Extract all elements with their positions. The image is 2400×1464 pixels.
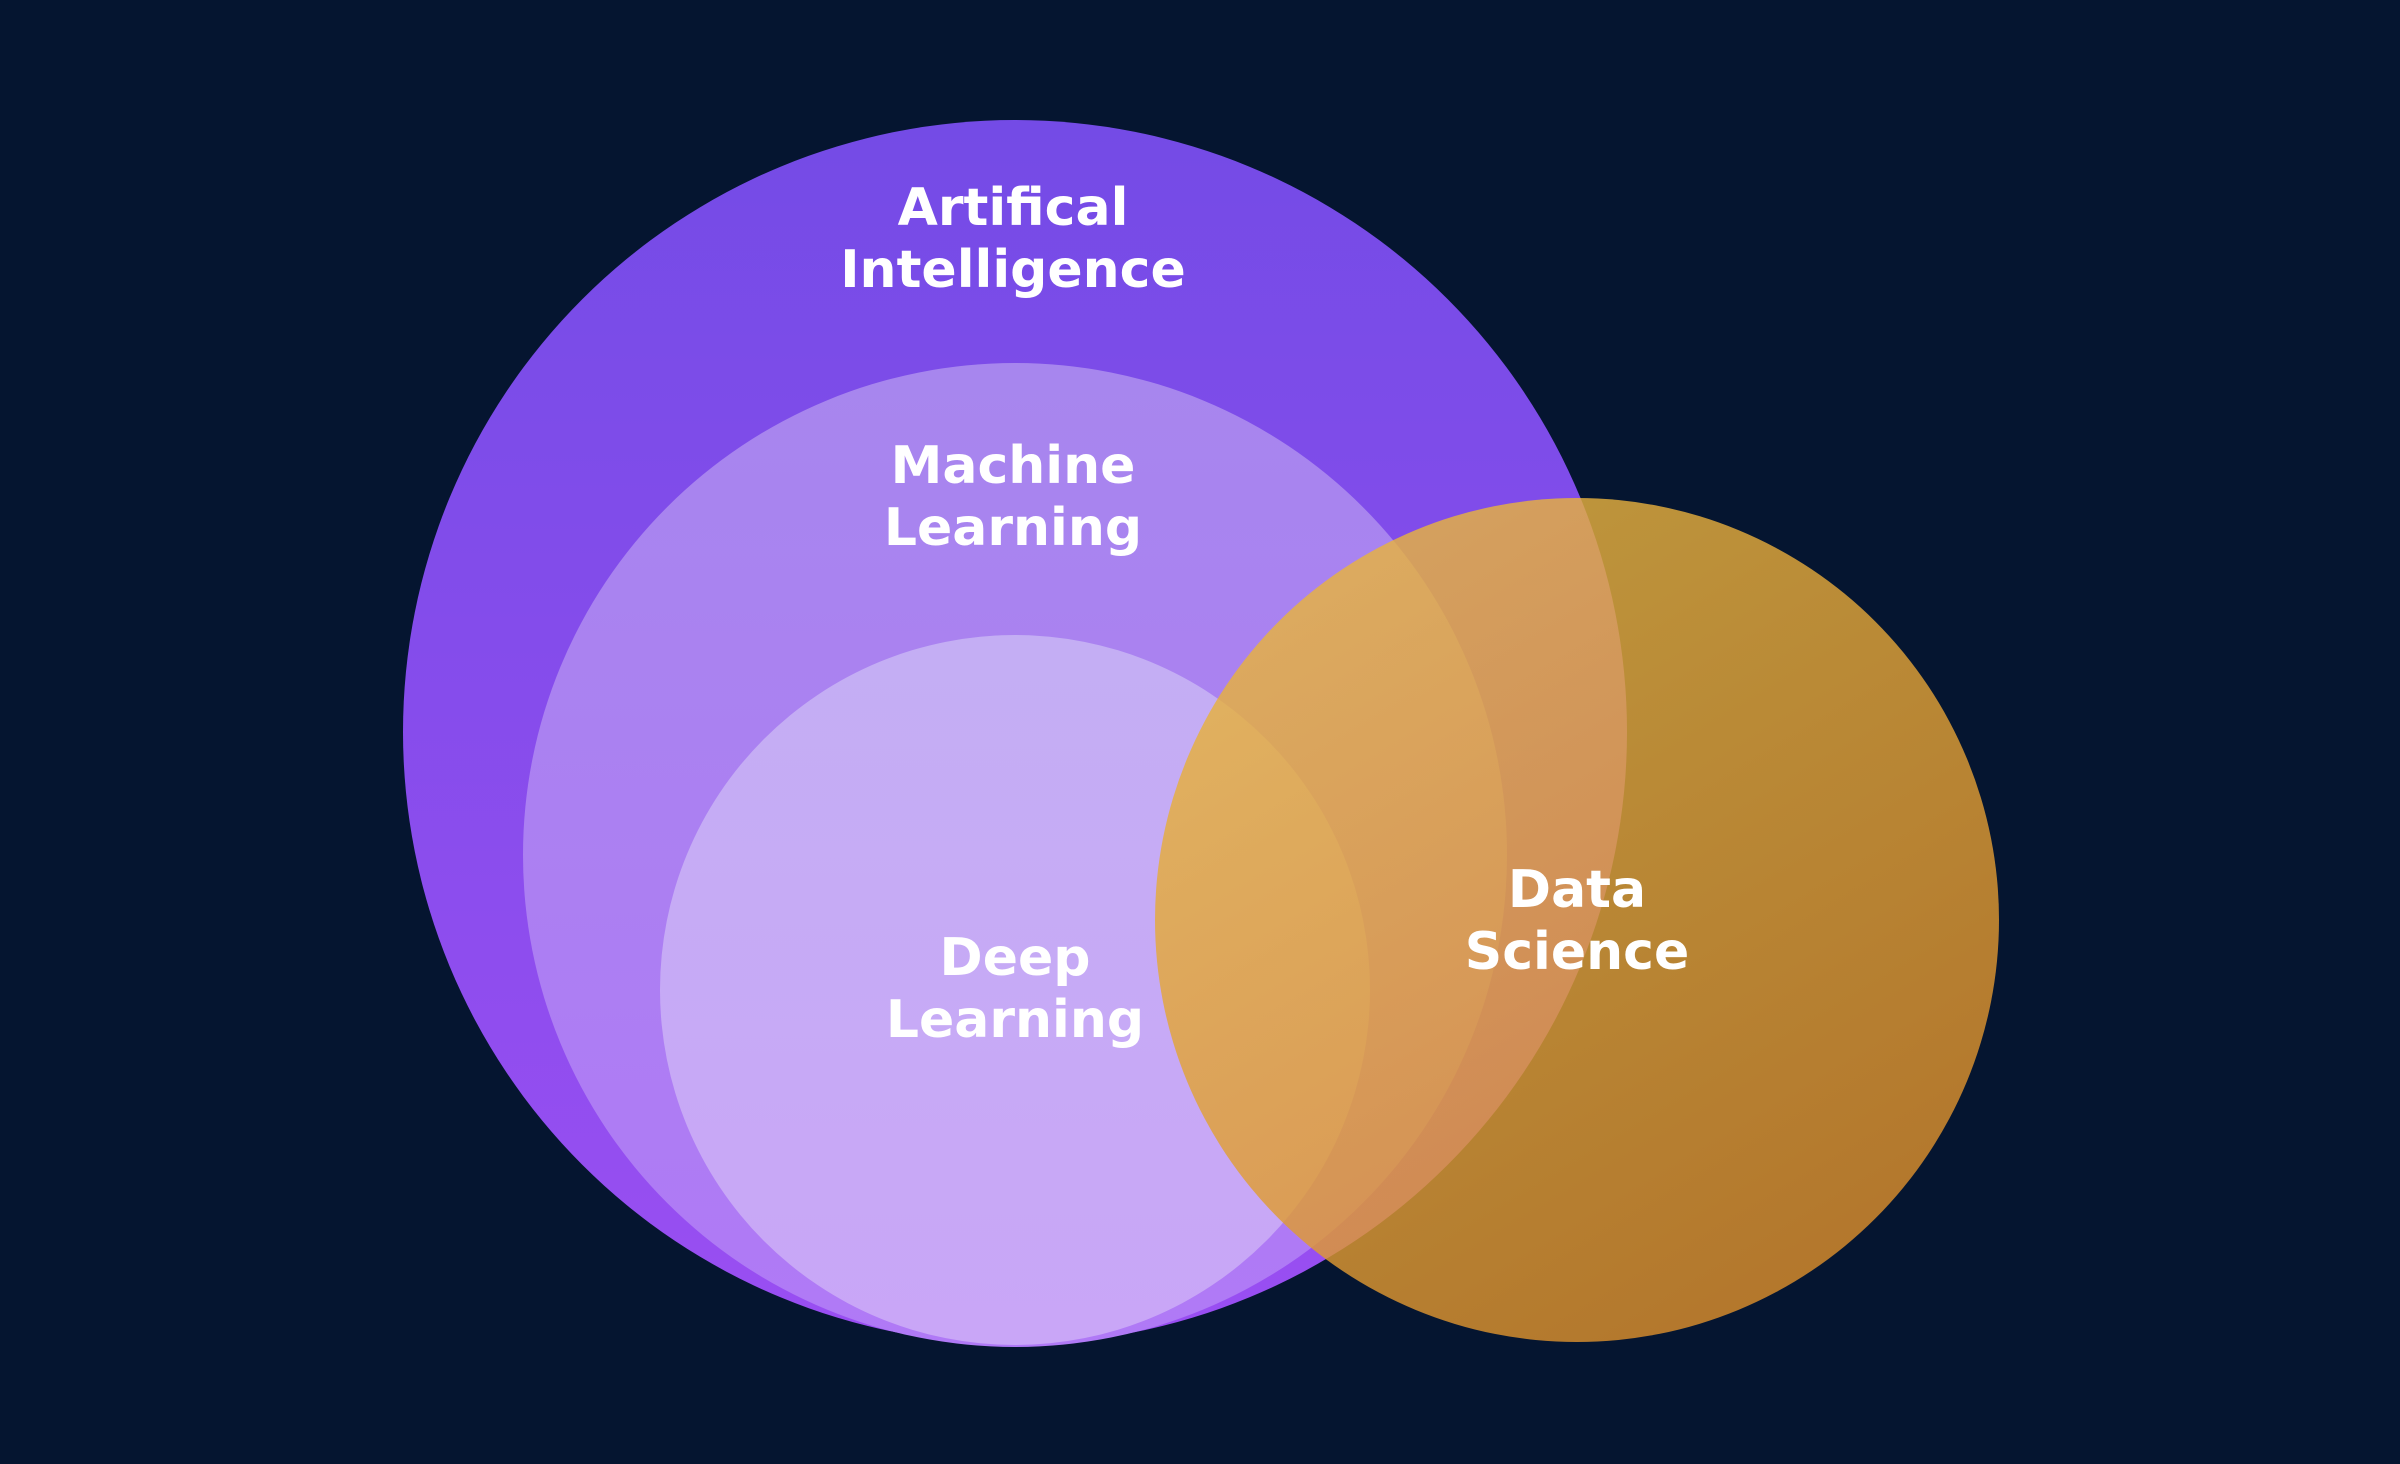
- label-line: Artifical: [897, 178, 1129, 238]
- label-line: Science: [1464, 922, 1690, 982]
- label-line: Learning: [883, 498, 1143, 558]
- label-line: Data: [1507, 860, 1647, 920]
- artificial-intelligence-label: Artifical Intelligence: [840, 177, 1186, 301]
- deep-learning-label: Deep Learning: [886, 927, 1144, 1051]
- machine-learning-label: Machine Learning: [884, 435, 1142, 559]
- label-line: Machine: [890, 436, 1136, 496]
- data-science-label: Data Science: [1465, 859, 1689, 983]
- label-line: Deep: [939, 928, 1091, 988]
- data-science-circle: [1155, 498, 1999, 1342]
- label-line: Intelligence: [840, 240, 1186, 300]
- label-line: Learning: [885, 990, 1145, 1050]
